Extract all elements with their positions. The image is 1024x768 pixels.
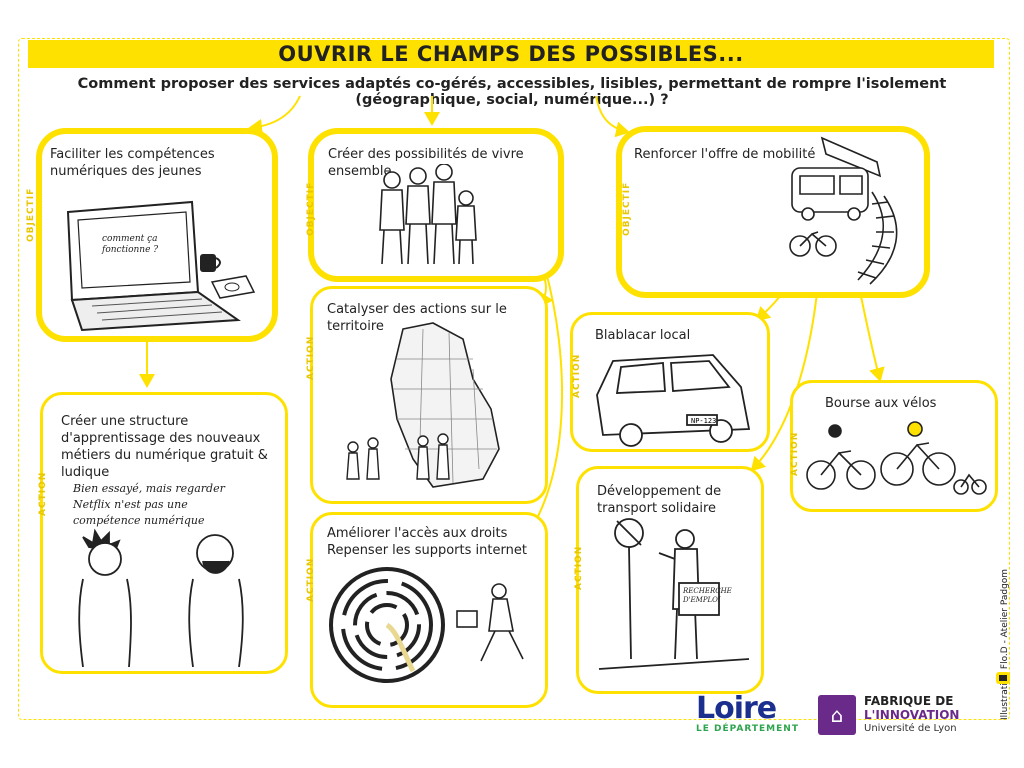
tag-objective-mobilite: OBJECTIF	[622, 181, 632, 236]
page-title: OUVRIR LE CHAMPS DES POSSIBLES...	[278, 42, 744, 66]
tag-action-structure: ACTION	[38, 471, 48, 516]
loire-logo: Loire LE DÉPARTEMENT	[696, 691, 799, 735]
laptop-illustration	[66, 200, 256, 332]
action-catalyser-label: Catalyser des actions sur le territoire	[327, 302, 507, 334]
job-sign-text: RECHERCHE D'EMPLOI	[683, 587, 732, 604]
loire-logo-word: Loire	[696, 691, 777, 726]
tag-objective-numerique: OBJECTIF	[26, 187, 36, 242]
objective-numerique-label: Faciliter les compétences numériques des…	[50, 147, 215, 179]
tag-action-transport: ACTION	[574, 545, 584, 590]
car-illustration: NP-123	[596, 354, 751, 447]
fabrique-line-1: FABRIQUE DE	[864, 694, 954, 708]
action-catalyser: Catalyser des actions sur le territoire	[310, 286, 548, 504]
question-text: Comment proposer des services adaptés co…	[77, 76, 947, 108]
action-blablacar: Blablacar local NP-123	[570, 312, 770, 452]
fabrique-logo: ⌂ FABRIQUE DE L'INNOVATION Université de…	[818, 694, 959, 735]
tag-action-velos: ACTION	[790, 431, 800, 476]
arrow-to-mobilite	[595, 95, 630, 138]
tag-action-catalyser: ACTION	[306, 335, 316, 380]
action-blablacar-label: Blablacar local	[595, 328, 691, 343]
action-structure: Créer une structure d'apprentissage des …	[40, 392, 288, 674]
bicycles-illustration	[806, 421, 987, 495]
tag-action-droits: ACTION	[306, 557, 316, 602]
action-transport: Développement de transport solidaire REC…	[576, 466, 764, 694]
maze-illustration	[329, 567, 524, 683]
action-velos: Bourse aux vélos	[790, 380, 998, 512]
action-droits-label-2: Repenser les supports internet	[327, 543, 527, 558]
car-plate: NP-123	[691, 417, 716, 425]
fabrique-line-3: Université de Lyon	[864, 723, 957, 734]
action-transport-label: Développement de transport solidaire	[597, 484, 722, 516]
objective-mobilite-label: Renforcer l'offre de mobilité	[634, 147, 816, 162]
title-banner: OUVRIR LE CHAMPS DES POSSIBLES...	[28, 40, 994, 68]
arrow-to-numerique	[248, 95, 301, 135]
objective-mobilite: Renforcer l'offre de mobilité	[616, 126, 930, 298]
objective-ensemble: Créer des possibilités de vivre ensemble	[308, 128, 564, 282]
loire-logo-subtitle: LE DÉPARTEMENT	[696, 724, 799, 734]
objective-ensemble-label: Créer des possibilités de vivre ensemble	[328, 147, 524, 179]
padgom-icon	[996, 672, 1010, 684]
arrow-ensemble-droits	[526, 267, 563, 536]
two-people-illustration	[78, 528, 244, 667]
fabrique-emblem-icon: ⌂	[818, 694, 856, 735]
objective-numerique: Faciliter les compétences numériques des…	[36, 128, 278, 342]
tag-objective-ensemble: OBJECTIF	[306, 181, 316, 236]
laptop-screen-text: comment ça fonctionne ?	[102, 234, 159, 255]
puzzle-territory-illustration	[346, 322, 500, 488]
people-group-illustration	[379, 164, 477, 265]
speech-bubble-text: Bien essayé, mais regarder Netflix n'est…	[73, 482, 225, 527]
bus-train-illustration	[789, 136, 898, 285]
action-droits-label-1: Améliorer l'accès aux droits	[327, 526, 508, 541]
action-structure-label: Créer une structure d'apprentissage des …	[61, 414, 268, 480]
fabrique-line-2: L'INNOVATION	[864, 708, 960, 722]
action-droits: Améliorer l'accès aux droits Repenser le…	[310, 512, 548, 708]
action-velos-label: Bourse aux vélos	[825, 396, 937, 411]
tag-action-blablacar: ACTION	[572, 353, 582, 398]
illustration-credit: Illustration Flo.D - Atelier Padgom	[1000, 568, 1010, 720]
dashed-frame	[18, 38, 1010, 720]
hitchhiker-illustration	[598, 518, 750, 670]
